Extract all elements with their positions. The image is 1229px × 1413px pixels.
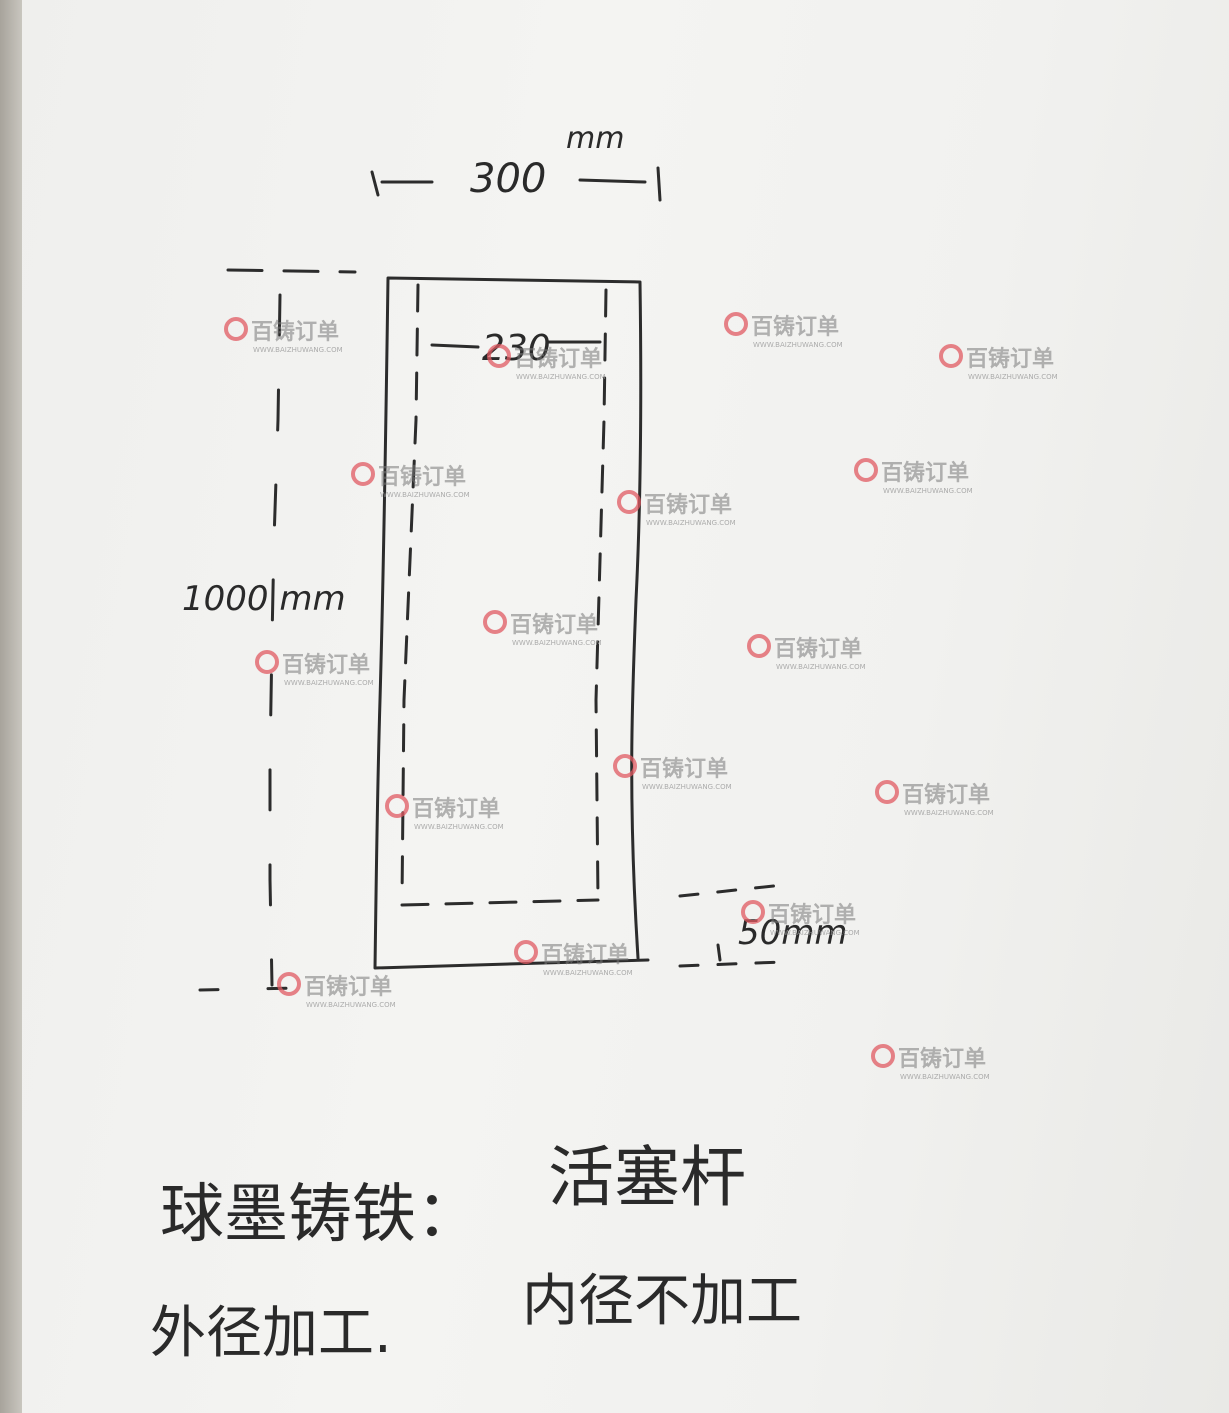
watermark-logo-icon xyxy=(277,972,301,996)
paper-sheet xyxy=(22,0,1229,1413)
watermark-url: WWW.BAIZHUWANG.COM xyxy=(642,783,732,791)
watermark-logo-icon xyxy=(875,780,899,804)
watermark-text: 百铸订单 xyxy=(378,464,466,490)
watermark-text: 百铸订单 xyxy=(881,460,969,486)
inner-bore-outline xyxy=(400,283,608,907)
watermark-url: WWW.BAIZHUWANG.COM xyxy=(543,969,633,977)
watermark-url: WWW.BAIZHUWANG.COM xyxy=(753,341,843,349)
watermark-text: 百铸订单 xyxy=(304,974,392,1000)
material-label: 球墨铸铁： xyxy=(160,1178,480,1252)
watermark-url: WWW.BAIZHUWANG.COM xyxy=(414,823,504,831)
watermark-url: WWW.BAIZHUWANG.COM xyxy=(968,373,1058,381)
watermark-logo-icon xyxy=(514,940,538,964)
dim-width-unit: mm xyxy=(566,121,624,156)
part-name-label: 活塞杆 xyxy=(548,1139,746,1216)
inner-no-machining-note: 内径不加工 xyxy=(522,1269,802,1334)
watermark-logo-icon xyxy=(483,610,507,634)
inner-dimension-line xyxy=(430,340,602,349)
watermark-text: 百铸订单 xyxy=(898,1046,986,1072)
watermark-text: 百铸订单 xyxy=(412,796,500,822)
watermark-url: WWW.BAIZHUWANG.COM xyxy=(900,1073,990,1081)
top-extension-line xyxy=(226,268,357,274)
watermark-logo-icon xyxy=(617,490,641,514)
watermark-url: WWW.BAIZHUWANG.COM xyxy=(883,487,973,495)
dim-wall-label: 50mm xyxy=(738,913,848,953)
table-background xyxy=(0,0,22,1413)
watermark-text: 百铸订单 xyxy=(774,636,862,662)
watermark-text: 百铸订单 xyxy=(902,782,990,808)
watermark-logo-icon xyxy=(939,344,963,368)
watermark-url: WWW.BAIZHUWANG.COM xyxy=(284,679,374,687)
watermark-url: WWW.BAIZHUWANG.COM xyxy=(776,663,866,671)
watermark-logo-icon xyxy=(871,1044,895,1068)
dim-width-label: 300 xyxy=(470,156,546,202)
watermark-logo-icon xyxy=(224,317,248,341)
watermark-text: 百铸订单 xyxy=(640,756,728,782)
outer-machining-note: 外径加工. xyxy=(150,1301,392,1366)
bottom-extension-line xyxy=(198,986,302,992)
watermark-text: 百铸订单 xyxy=(966,346,1054,372)
watermark-logo-icon xyxy=(854,458,878,482)
watermark-text: 百铸订单 xyxy=(644,492,732,518)
watermark-url: WWW.BAIZHUWANG.COM xyxy=(516,373,606,381)
watermark-logo-icon xyxy=(747,634,771,658)
outer-outline xyxy=(373,276,650,970)
watermark-url: WWW.BAIZHUWANG.COM xyxy=(380,491,470,499)
height-dimension-line xyxy=(268,293,282,987)
watermark-url: WWW.BAIZHUWANG.COM xyxy=(646,519,736,527)
watermark-logo-icon xyxy=(255,650,279,674)
width-dimension-line xyxy=(370,166,662,202)
watermark-url: WWW.BAIZHUWANG.COM xyxy=(904,809,994,817)
watermark-url: WWW.BAIZHUWANG.COM xyxy=(253,346,343,354)
watermark-url: WWW.BAIZHUWANG.COM xyxy=(306,1001,396,1009)
dim-height-label: 1000 mm xyxy=(182,579,346,619)
watermark-logo-icon xyxy=(351,462,375,486)
watermark-text: 百铸订单 xyxy=(282,652,370,678)
watermark-text: 百铸订单 xyxy=(510,612,598,638)
wall-dimension-line xyxy=(678,882,794,968)
watermark-text: 百铸订单 xyxy=(751,314,839,340)
dim-inner-label: 230 xyxy=(482,328,551,369)
watermark-logo-icon xyxy=(724,312,748,336)
watermark-text: 百铸订单 xyxy=(251,319,339,345)
watermark-url: WWW.BAIZHUWANG.COM xyxy=(512,639,602,647)
